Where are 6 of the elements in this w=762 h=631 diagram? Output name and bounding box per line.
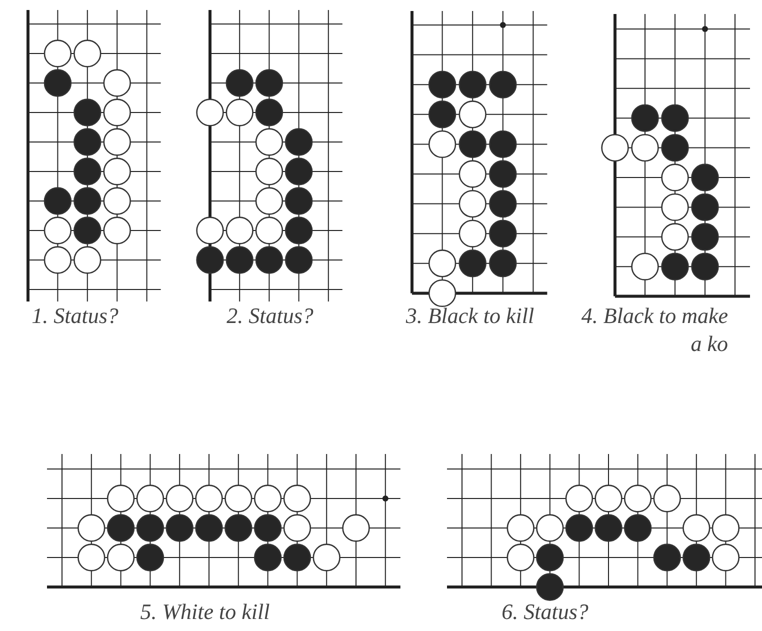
problem-caption: 1. Status? [30,302,120,330]
problem-caption: 5. White to kill [139,598,271,626]
problem-caption: 6. Status? [500,598,590,626]
problem-caption: 4. Black to make a ko [580,302,728,358]
problem-caption: 2. Status? [226,302,314,330]
problem-caption: 3. Black to kill [404,302,536,330]
